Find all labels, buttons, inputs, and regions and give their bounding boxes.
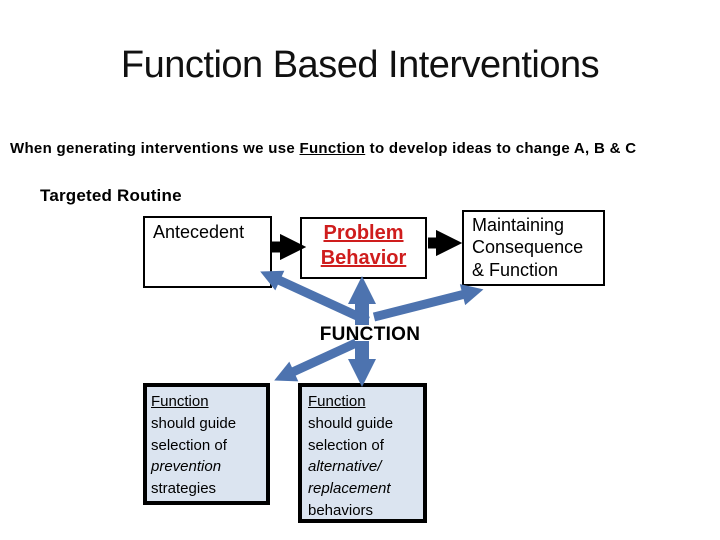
problem-line-1: Problem	[323, 222, 404, 244]
prevention-line-5: strategies	[151, 480, 217, 498]
replacement-line-1: Function	[308, 393, 366, 410]
prevention-strategies-box: Function should guide selection of preve…	[143, 383, 270, 505]
maintaining-line-1: Maintaining	[472, 215, 565, 235]
maintaining-consequence-box: Maintaining Consequence & Function	[462, 210, 605, 286]
arrow-function-to-prevention-box	[274, 338, 358, 382]
function-label: FUNCTION	[319, 324, 421, 345]
arrow-function-to-antecedent	[260, 270, 370, 326]
prevention-line-3: selection of	[151, 436, 227, 454]
replacement-line-3: selection of	[308, 436, 384, 454]
antecedent-label: Antecedent	[153, 222, 245, 242]
replacement-line-2: should guide	[308, 414, 394, 432]
replacement-line-4: alternative/	[308, 458, 382, 476]
subtitle-part2: to develop ideas to change A, B & C	[365, 140, 637, 157]
prevention-line-2: should guide	[151, 414, 237, 432]
targeted-routine-label: Targeted Routine	[40, 186, 182, 205]
prevention-line-4: prevention	[151, 458, 222, 476]
maintaining-line-3: & Function	[472, 259, 559, 280]
maintaining-line-2: Consequence	[472, 237, 584, 258]
antecedent-box: Antecedent	[143, 216, 272, 288]
replacement-line-5: replacement	[308, 480, 391, 498]
replacement-line-6: behaviors	[308, 501, 374, 519]
subtitle-underlined-word: Function	[299, 140, 366, 157]
slide-subtitle: When generating interventions we use Fun…	[10, 140, 716, 157]
subtitle-part1: When generating interventions we use	[10, 140, 300, 157]
slide-title: Function Based Interventions	[120, 44, 600, 86]
problem-behavior-box: Problem Behavior	[300, 217, 427, 279]
arrow-function-to-maintaining	[372, 284, 484, 322]
problem-line-2: Behavior	[320, 247, 407, 269]
replacement-behaviors-box: Function should guide selection of alter…	[298, 383, 427, 523]
prevention-line-1: Function	[151, 393, 209, 410]
